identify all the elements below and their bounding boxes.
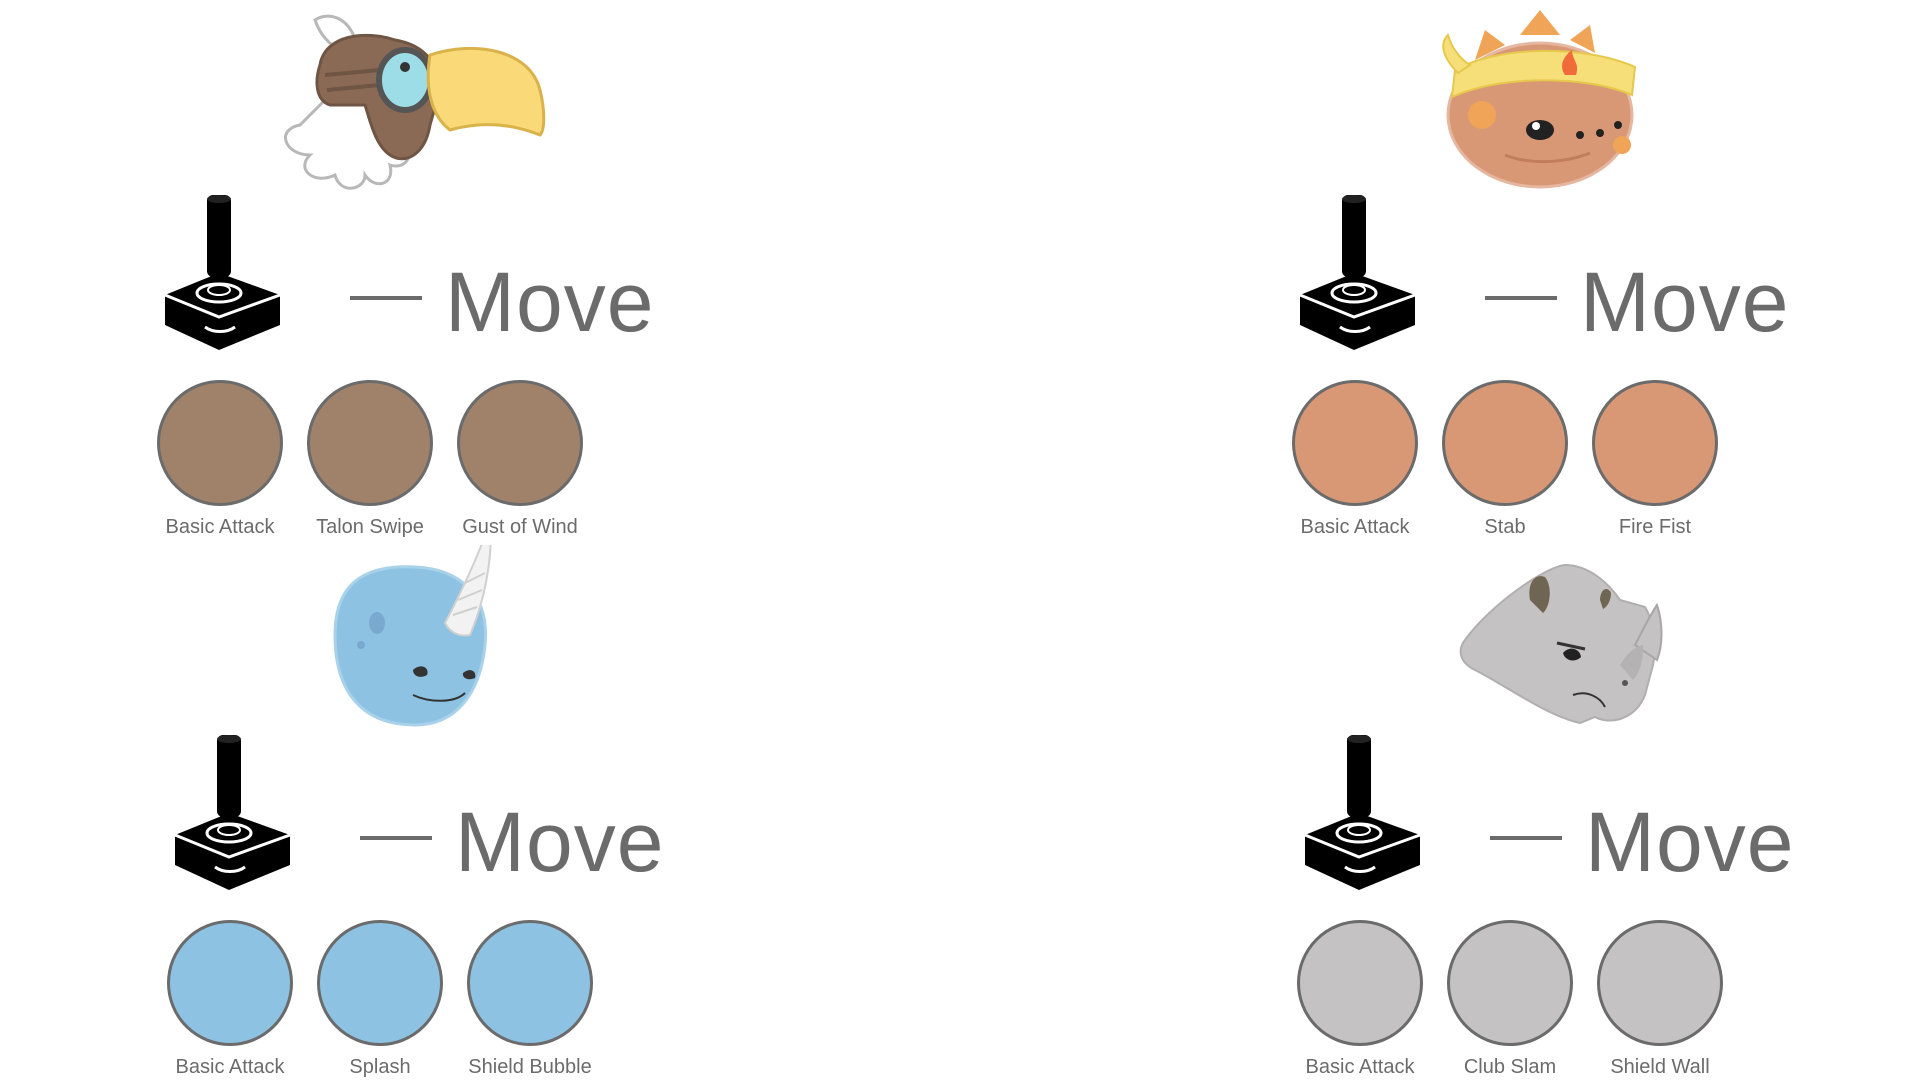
player-panel-eagle: Move Basic Attack Talon Swipe Gust of Wi… xyxy=(155,0,715,540)
ability-button[interactable] xyxy=(1447,920,1573,1046)
ability-button[interactable] xyxy=(457,380,583,506)
ability-label: Basic Attack xyxy=(175,1056,285,1078)
ability-label: Talon Swipe xyxy=(316,516,424,538)
ability-button[interactable] xyxy=(1442,380,1568,506)
ability-shield-bubble[interactable]: Shield Bubble xyxy=(445,920,605,1080)
ability-button[interactable] xyxy=(317,920,443,1046)
ability-stab[interactable]: Stab xyxy=(1420,380,1580,540)
ability-button[interactable] xyxy=(167,920,293,1046)
ability-label: Shield Wall xyxy=(1610,1056,1710,1078)
ability-label: Fire Fist xyxy=(1618,516,1692,538)
ability-basic-attack[interactable]: Basic Attack xyxy=(135,380,295,540)
joystick-icon xyxy=(1290,195,1430,370)
ability-gust-of-wind[interactable]: Gust of Wind xyxy=(435,380,595,540)
ability-fire-fist[interactable]: Fire Fist xyxy=(1570,380,1730,540)
ability-club-slam[interactable]: Club Slam xyxy=(1425,920,1585,1080)
ability-label: Basic Attack xyxy=(1305,1056,1415,1078)
ability-button[interactable] xyxy=(1597,920,1723,1046)
player-panel-fire-brawler: Move Basic Attack Stab Fire Fist xyxy=(1290,0,1850,540)
ability-label: Gust of Wind xyxy=(462,516,578,538)
separator-dash xyxy=(1490,836,1562,840)
ability-basic-attack[interactable]: Basic Attack xyxy=(1275,920,1435,1080)
ability-label: Club Slam xyxy=(1463,1056,1557,1078)
joystick-icon xyxy=(155,195,295,370)
ability-label: Shield Bubble xyxy=(468,1056,592,1078)
player-panel-narwhal: Move Basic Attack Splash Shield Bubble xyxy=(165,519,725,1080)
separator-dash xyxy=(360,836,432,840)
ability-button[interactable] xyxy=(307,380,433,506)
ability-basic-attack[interactable]: Basic Attack xyxy=(145,920,305,1080)
ability-button[interactable] xyxy=(1292,380,1418,506)
ability-button[interactable] xyxy=(467,920,593,1046)
ability-label: Splash xyxy=(349,1056,411,1078)
move-label: Move xyxy=(445,255,655,349)
eagle-pilot-avatar xyxy=(255,5,555,195)
move-label: Move xyxy=(1580,255,1790,349)
fire-brawler-avatar xyxy=(1390,5,1690,195)
ability-splash[interactable]: Splash xyxy=(295,920,455,1080)
move-label: Move xyxy=(455,795,665,889)
ability-list: Basic Attack Talon Swipe Gust of Wind xyxy=(155,380,715,540)
ability-label: Stab xyxy=(1484,516,1526,538)
ability-talon-swipe[interactable]: Talon Swipe xyxy=(285,380,445,540)
ability-label: Basic Attack xyxy=(1300,516,1410,538)
ability-button[interactable] xyxy=(157,380,283,506)
rhino-avatar xyxy=(1395,545,1695,735)
joystick-icon xyxy=(165,735,305,910)
ability-button[interactable] xyxy=(1592,380,1718,506)
ability-button[interactable] xyxy=(1297,920,1423,1046)
ability-list: Basic Attack Stab Fire Fist xyxy=(1290,380,1850,540)
ability-list: Basic Attack Club Slam Shield Wall xyxy=(1295,920,1855,1080)
separator-dash xyxy=(1485,296,1557,300)
ability-shield-wall[interactable]: Shield Wall xyxy=(1575,920,1735,1080)
narwhal-avatar xyxy=(265,519,565,735)
move-label: Move xyxy=(1585,795,1795,889)
separator-dash xyxy=(350,296,422,300)
joystick-icon xyxy=(1295,735,1435,910)
ability-list: Basic Attack Splash Shield Bubble xyxy=(165,920,725,1080)
ability-basic-attack[interactable]: Basic Attack xyxy=(1270,380,1430,540)
ability-label: Basic Attack xyxy=(165,516,275,538)
player-panel-rhino: Move Basic Attack Club Slam Shield Wall xyxy=(1295,540,1855,1080)
